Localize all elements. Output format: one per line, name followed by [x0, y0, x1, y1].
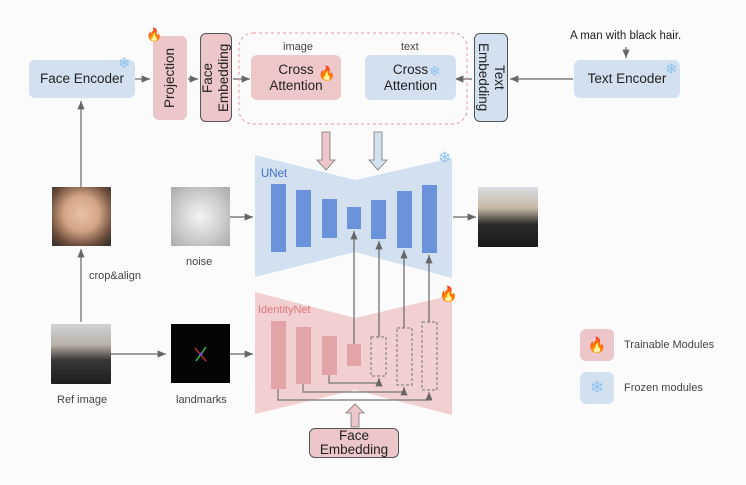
output-image: [478, 187, 538, 247]
identitynet-block: [296, 327, 311, 384]
text-embedding-block: Text Embedding: [474, 33, 508, 122]
unet-block: [296, 190, 311, 247]
noise-label: noise: [186, 256, 213, 268]
projection-block: Projection: [153, 36, 187, 120]
crop-align-label: crop&align: [89, 270, 141, 282]
snowflake-icon: ❄: [665, 61, 678, 78]
text-encoder-block: Text Encoder: [574, 60, 680, 98]
identitynet-block: [322, 336, 337, 375]
fire-icon: 🔥: [439, 286, 458, 303]
image-attention-caption: image: [283, 41, 313, 53]
text-attention-caption: text: [401, 41, 419, 53]
ref-image-label: Ref image: [57, 394, 108, 406]
legend-trainable-swatch: 🔥: [580, 329, 614, 361]
face-embedding-bottom-block: Face Embedding: [309, 428, 399, 458]
snowflake-icon: ❄: [589, 378, 605, 397]
image-attention-arrow: [316, 131, 336, 171]
legend-frozen-label: Frozen modules: [624, 382, 703, 394]
attention-container: [238, 32, 468, 125]
snowflake-icon: ❄: [429, 63, 441, 79]
fire-icon: 🔥: [146, 27, 163, 42]
fire-icon: 🔥: [587, 337, 607, 354]
face-encoder-label: Face Encoder: [39, 71, 125, 86]
face-embedding-top-block: Face Embedding: [200, 33, 232, 122]
identitynet-label: IdentityNet: [258, 304, 311, 316]
image-cross-attention-block: Cross Attention: [251, 55, 341, 100]
unet-block: [422, 185, 437, 253]
face-embedding-top-label: Face Embedding: [200, 43, 231, 112]
identitynet-block: [347, 344, 361, 366]
unet-block: [322, 199, 337, 238]
unet-label: UNet: [261, 168, 288, 180]
aligned-face-image: [52, 187, 111, 246]
legend-frozen-swatch: ❄: [580, 372, 614, 404]
text-embedding-label: Text Embedding: [476, 43, 507, 112]
noise-image: [171, 187, 230, 246]
ref-image: [51, 324, 111, 384]
unet-block: [371, 200, 386, 239]
text-encoder-label: Text Encoder: [587, 71, 667, 86]
text-cross-attention-label: Cross Attention: [383, 61, 438, 93]
face-embedding-arrow: [345, 403, 365, 428]
unet-block: [347, 207, 361, 229]
fire-icon: 🔥: [318, 65, 336, 81]
unet-block: [397, 191, 412, 248]
legend-trainable-label: Trainable Modules: [624, 339, 715, 351]
identitynet-block: [271, 321, 286, 389]
unet-block: [271, 184, 286, 252]
face-embedding-bottom-label: Face Embedding: [319, 428, 389, 457]
face-encoder-block: Face Encoder: [29, 60, 135, 98]
text-cross-attention-block: Cross Attention: [365, 55, 456, 100]
image-cross-attention-label: Cross Attention: [269, 61, 323, 93]
text-attention-arrow: [368, 131, 388, 171]
snowflake-icon: ❄: [438, 150, 452, 167]
landmarks-label: landmarks: [176, 394, 227, 406]
projection-label: Projection: [162, 47, 177, 109]
snowflake-icon: ❄: [118, 55, 131, 72]
text-prompt: A man with black hair.: [570, 30, 682, 42]
